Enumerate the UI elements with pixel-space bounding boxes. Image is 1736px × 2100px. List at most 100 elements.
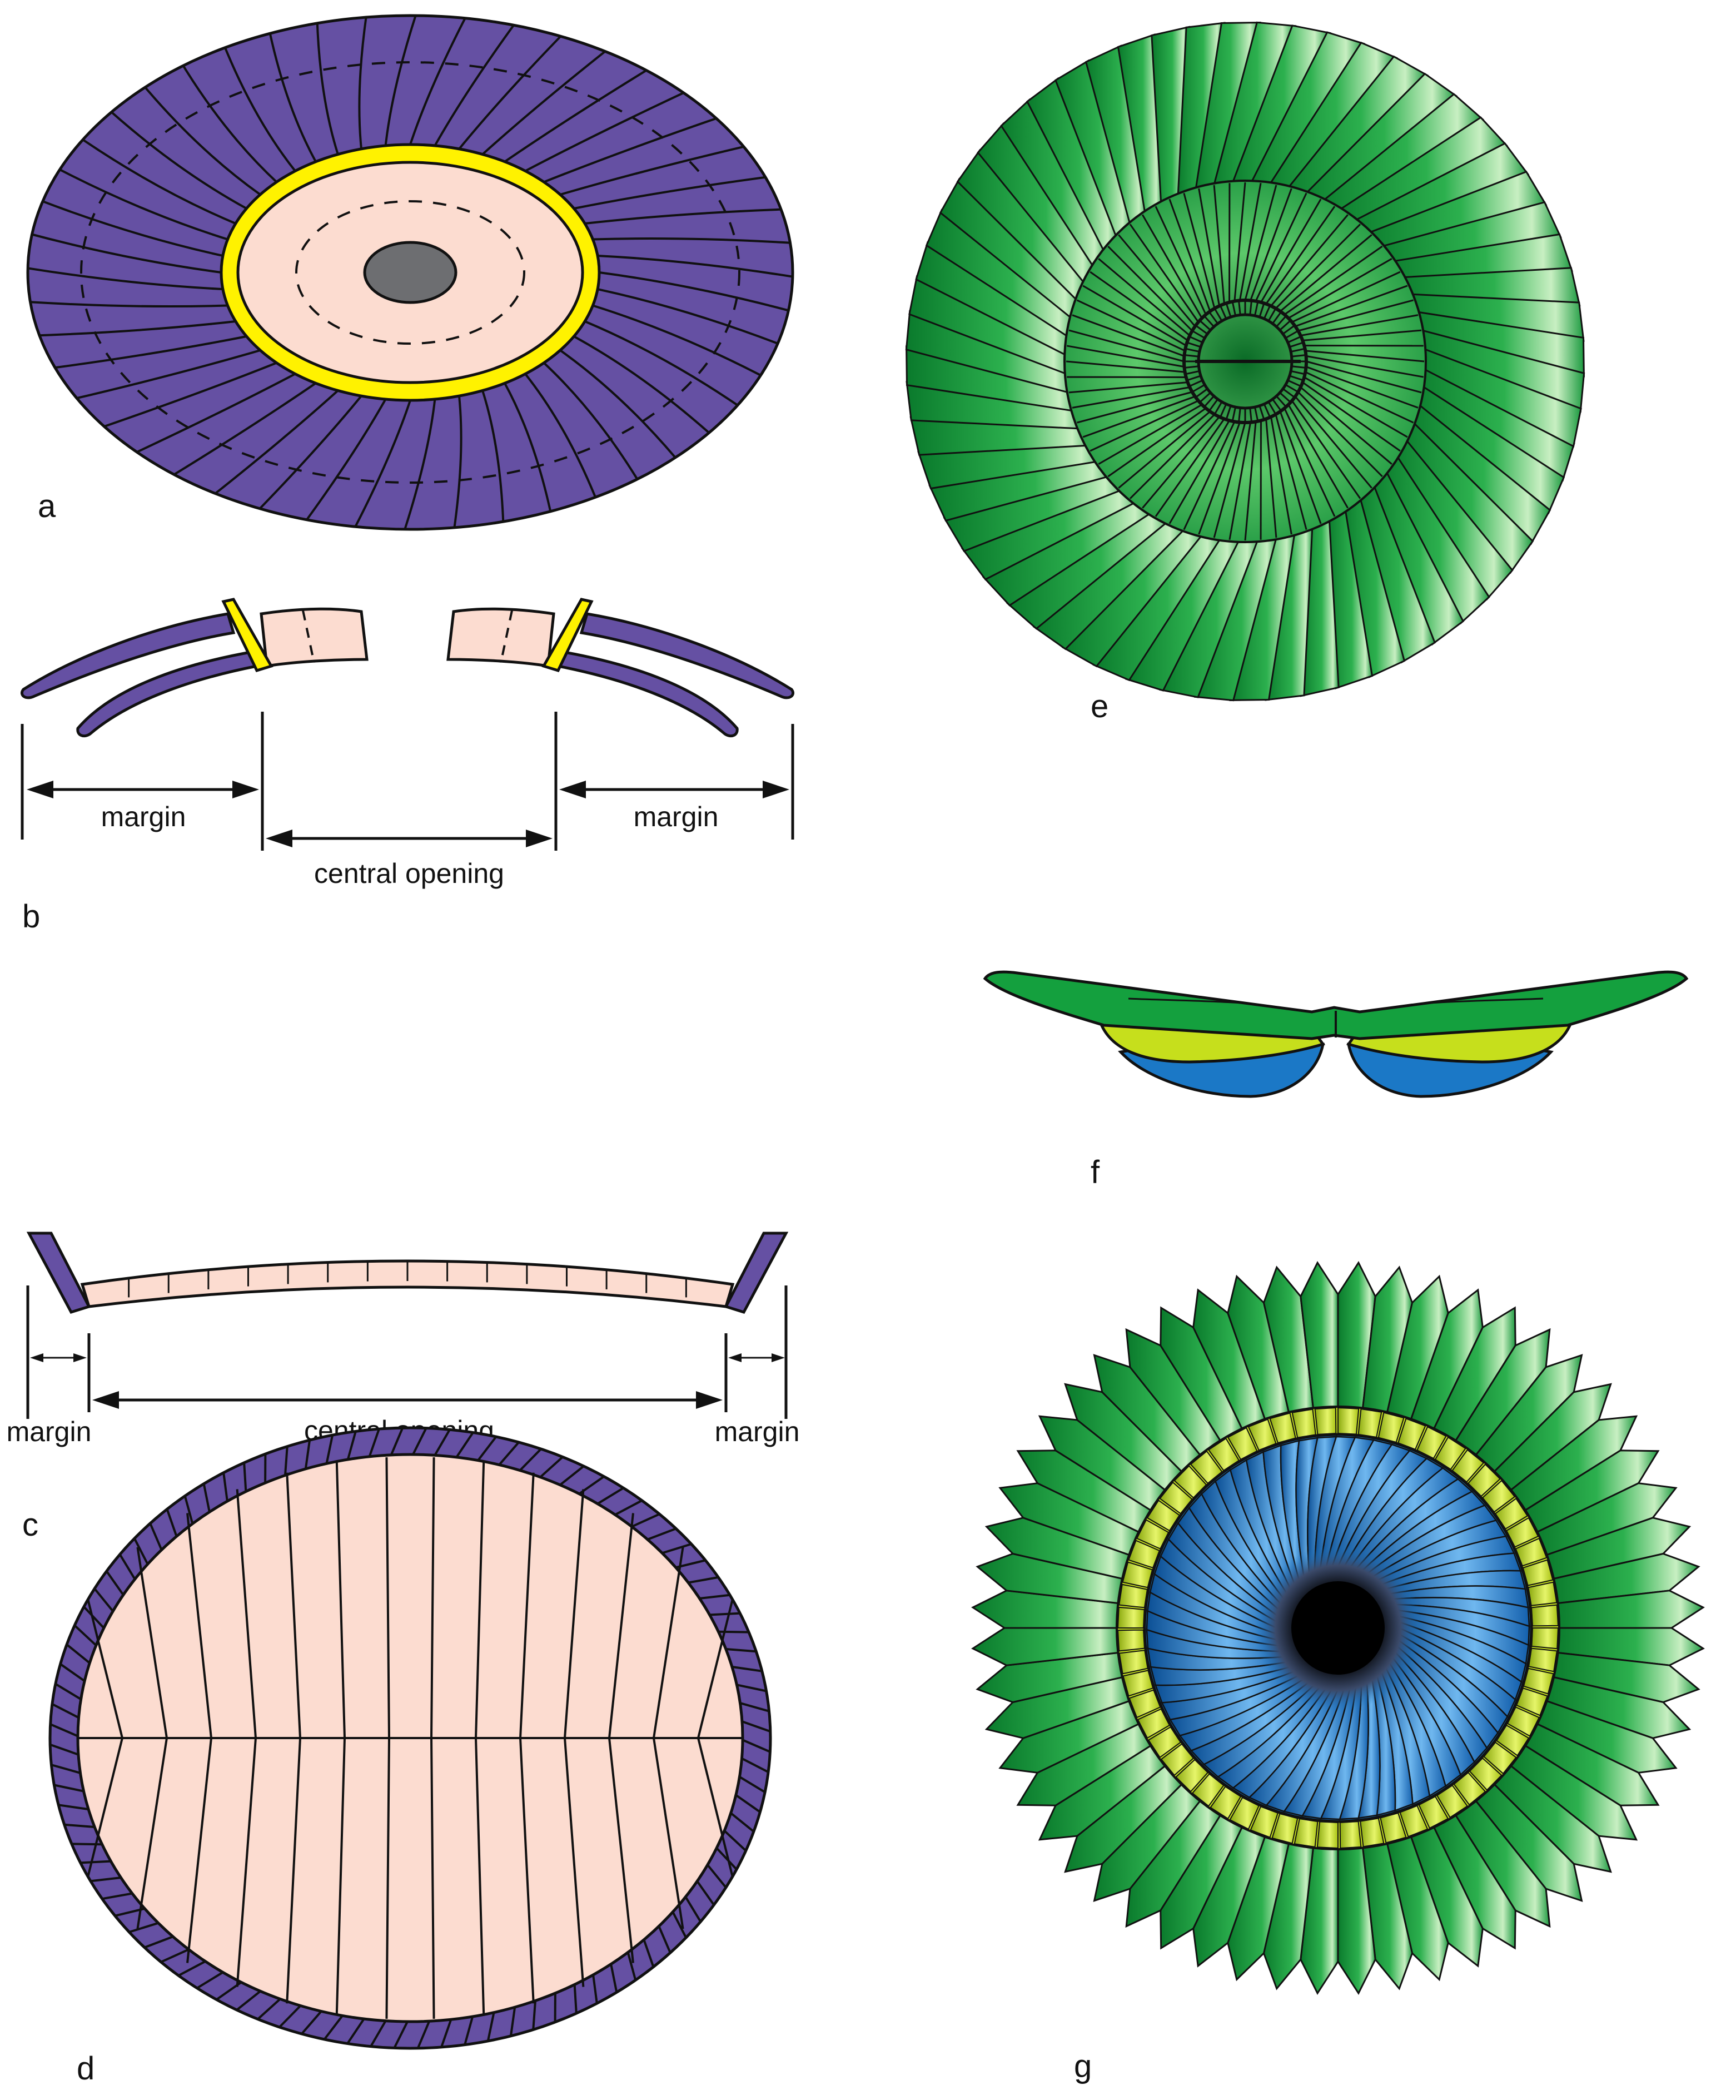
ring-tick [1267, 401, 1277, 415]
arrowhead [696, 1391, 723, 1409]
inner-spoke [1300, 386, 1392, 465]
inner-spoke [1294, 396, 1372, 489]
center-nucleus [363, 241, 457, 304]
ring-tick [1272, 399, 1282, 411]
green-wing [983, 970, 1689, 1040]
lime-ring-segments [1117, 1407, 1559, 1849]
ring-tick [1195, 388, 1208, 398]
radial-line [68, 129, 236, 225]
radial-line [119, 373, 296, 461]
inner-spoke [1168, 420, 1230, 524]
wing-inner-line-left [1128, 997, 1279, 1009]
chevron-line [186, 1737, 212, 1963]
label-central-opening-b: central opening [314, 858, 504, 889]
inner-spoke [1305, 371, 1414, 424]
radial-lines [28, 16, 793, 529]
ring-tick [1231, 406, 1237, 421]
inner-spoke [1090, 271, 1188, 341]
dashed-ring-outer [80, 61, 740, 484]
chevron-line [236, 1737, 257, 1987]
radial-line [599, 271, 793, 316]
chevron-line [697, 1737, 734, 1878]
ring-tick [1267, 307, 1277, 322]
outer-pleats [905, 21, 1585, 702]
hatch-line [737, 1719, 770, 1735]
radial-line [584, 207, 793, 225]
lime-segment [1117, 1606, 1145, 1629]
chevron-line [86, 1598, 123, 1739]
chevron-line [653, 1547, 684, 1739]
ring-tick [1184, 365, 1199, 369]
ring-tick [1263, 404, 1271, 418]
chevron-line [385, 1457, 390, 1739]
inner-spoke [1302, 329, 1422, 341]
lime-segment [1531, 1627, 1559, 1650]
chevron-line [385, 1737, 390, 2019]
dimension-lines-c [26, 1285, 788, 1419]
radial-line [157, 382, 317, 485]
ring-tick [1199, 392, 1211, 403]
radial-line [28, 229, 222, 274]
ring-tick [1291, 365, 1306, 369]
radial-line [28, 264, 223, 291]
ring-tick [1185, 347, 1200, 353]
lower-flap-right [556, 650, 739, 738]
central-membrane [80, 1259, 735, 1308]
chevron-line [697, 1598, 734, 1739]
panel-letter-g: g [1074, 2048, 1092, 2084]
rim-dashed-left [302, 610, 315, 663]
panel-letter-a: a [38, 488, 56, 524]
inner-spoke [1250, 188, 1292, 301]
ring-tick [1272, 311, 1282, 324]
radial-line [358, 16, 370, 150]
radial-line [246, 395, 362, 523]
blue-blades [1146, 1436, 1530, 1820]
ring-tick [1276, 315, 1287, 327]
label-margin-left-b: margin [101, 801, 186, 832]
inner-spoke [1066, 345, 1185, 368]
radial-line [593, 237, 793, 245]
inner-spoke [1118, 410, 1211, 489]
inner-spoke [1302, 381, 1401, 452]
lime-segment [1316, 1821, 1339, 1849]
ring-tick [1231, 301, 1237, 316]
ring-tick [1203, 315, 1215, 327]
radial-line [28, 300, 228, 308]
inner-spoke [1082, 395, 1196, 438]
radial-line [218, 32, 296, 172]
inner-spoke [1306, 360, 1422, 394]
radial-line [574, 173, 784, 210]
chevron-line [519, 1472, 535, 1739]
lime-segment [1314, 1407, 1337, 1435]
ring-tick [1253, 406, 1259, 421]
inner-spoke [1213, 185, 1225, 304]
radial-line [504, 383, 555, 527]
chevron-line [335, 1462, 346, 1739]
panel-letter-e: e [1091, 688, 1108, 724]
cross-section-right [446, 598, 794, 738]
inner-spoke [1198, 188, 1220, 306]
ring-tick [1219, 305, 1227, 319]
hatch-line [50, 1741, 83, 1758]
chevron-line [430, 1457, 435, 1739]
arrowhead [73, 1353, 87, 1362]
inner-spoke [1072, 314, 1185, 357]
arrowhead [232, 781, 259, 798]
radial-line [315, 16, 339, 155]
chevron-line [608, 1513, 634, 1739]
panel-letter-f: f [1091, 1154, 1100, 1190]
inner-spoke [1098, 258, 1191, 336]
chevron-line [236, 1489, 257, 1739]
lime-segment [1531, 1604, 1559, 1627]
ring-tick [1291, 354, 1306, 358]
inner-spoke [1183, 421, 1236, 530]
rim-right [446, 607, 555, 668]
arrowhead [266, 830, 292, 847]
inner-spoke [1213, 422, 1246, 538]
panel-letter-b: b [22, 898, 40, 935]
ring-tick [1185, 370, 1200, 375]
ring-tick [1208, 399, 1218, 411]
inner-spoke [1304, 376, 1408, 438]
ring-tick [1186, 341, 1201, 348]
side-wall-left [26, 1232, 91, 1314]
